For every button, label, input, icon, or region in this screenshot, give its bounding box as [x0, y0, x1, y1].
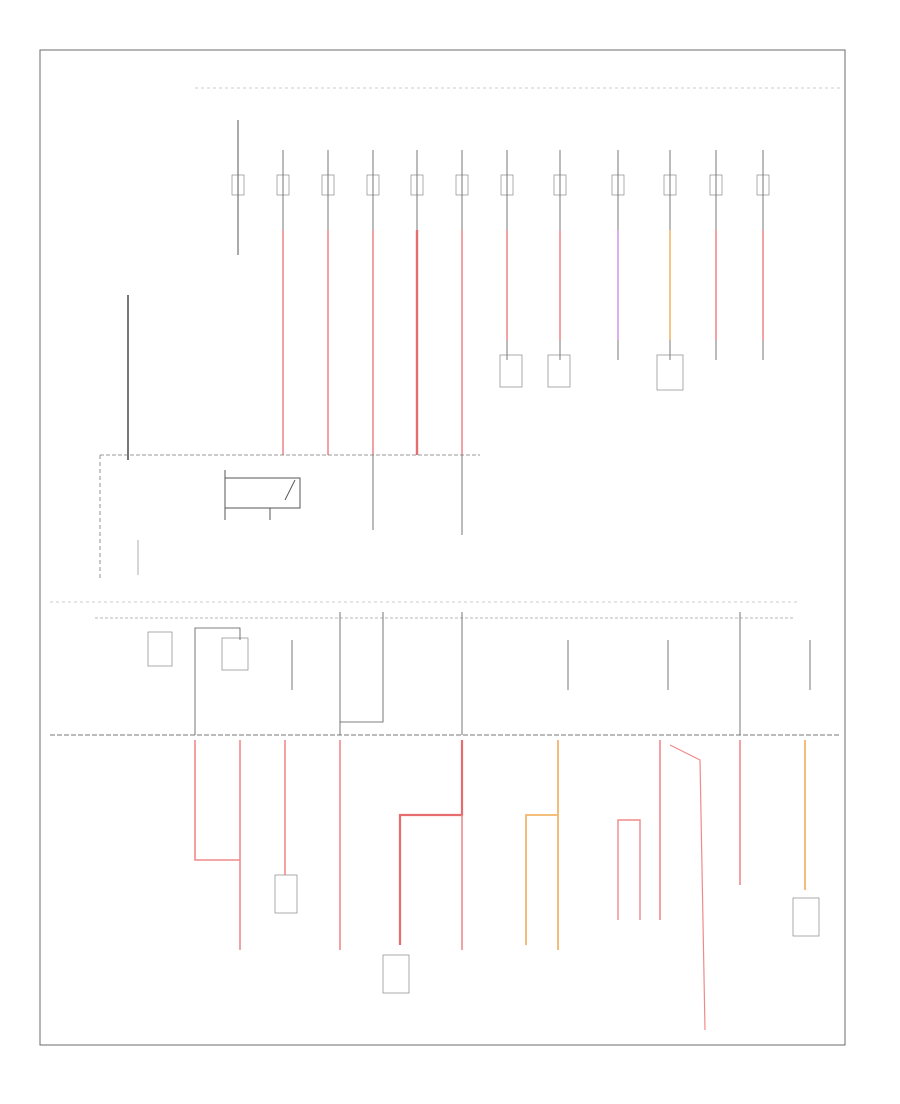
lower-wires	[194, 740, 806, 1031]
upper-fuse-columns	[276, 150, 770, 535]
upper-components	[499, 354, 684, 391]
diagram-frame	[39, 49, 846, 1046]
lower-dark-lines	[194, 612, 811, 735]
fuse-block-top-left	[231, 174, 245, 196]
lower-left-components	[147, 631, 820, 994]
relay-module	[99, 455, 301, 580]
